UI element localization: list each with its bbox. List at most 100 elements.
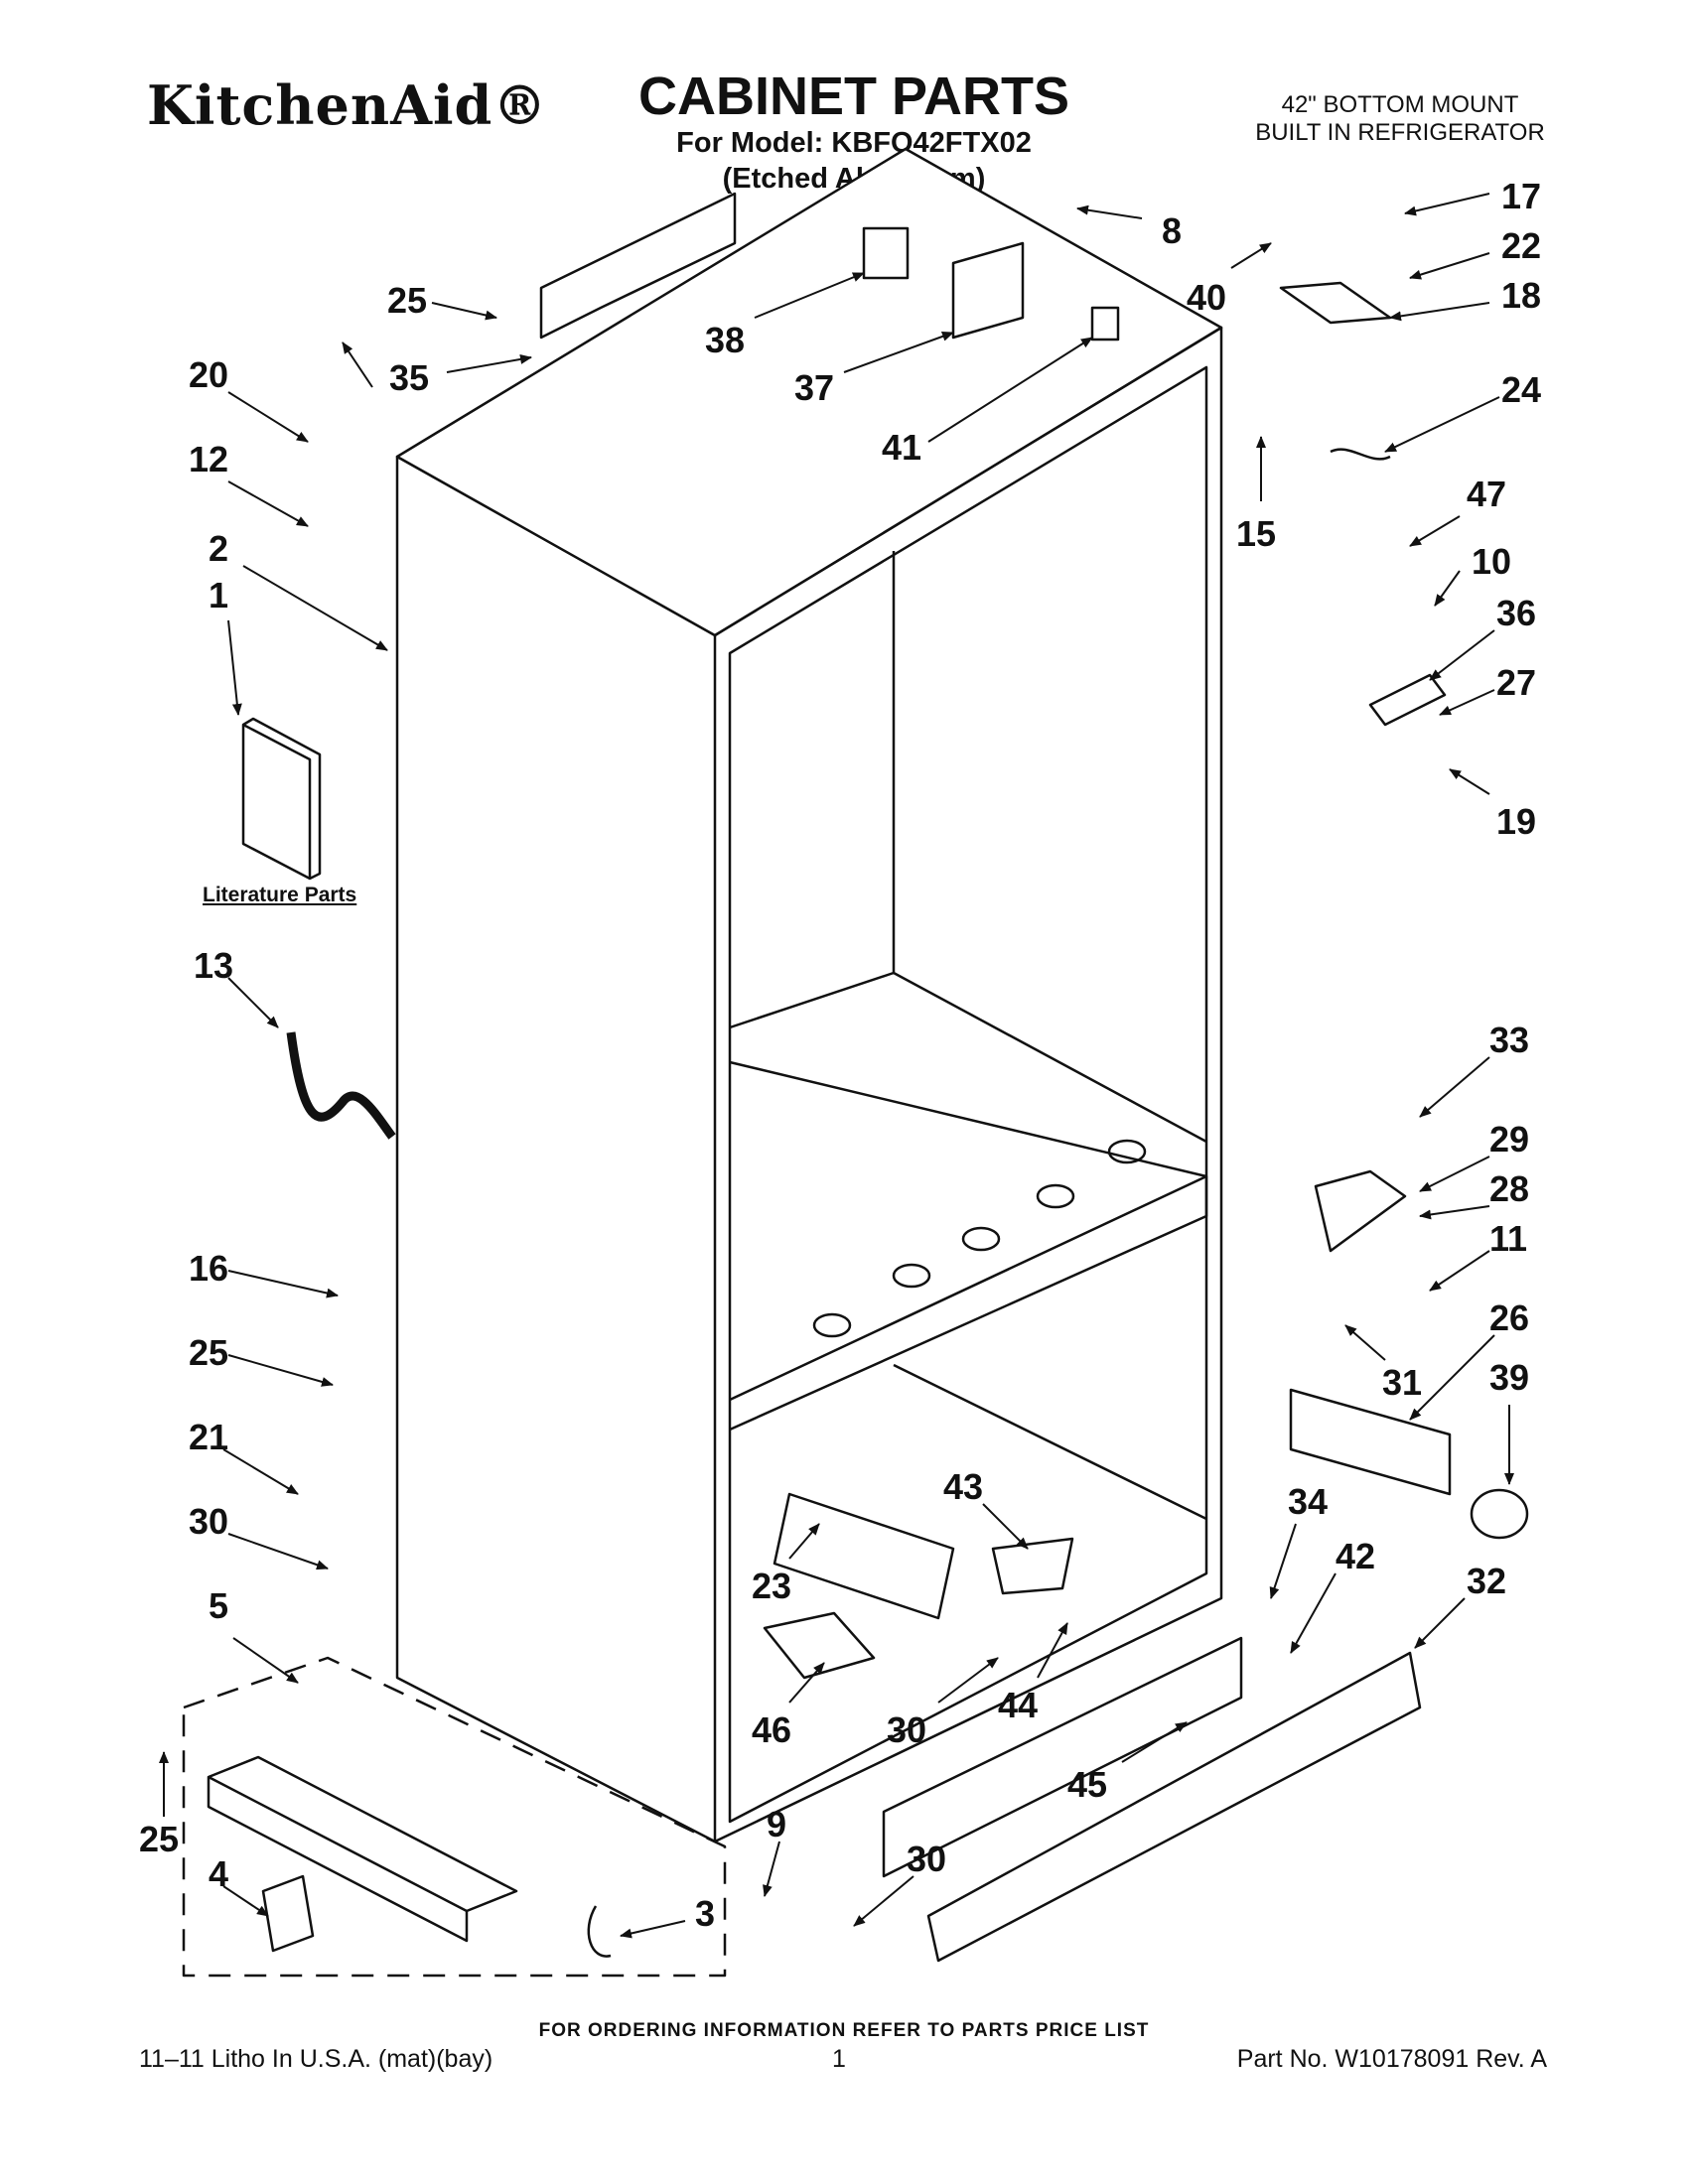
literature-booklet — [241, 717, 322, 881]
leader — [1409, 252, 1490, 280]
leader — [1429, 1250, 1490, 1292]
cabinet-inner-opening — [728, 365, 1208, 1824]
bracket-41 — [1090, 306, 1120, 341]
callout-26: 26 — [1489, 1297, 1529, 1338]
callout-31: 31 — [1382, 1362, 1422, 1403]
callout-40: 40 — [1187, 277, 1226, 318]
callout-44: 44 — [998, 1685, 1038, 1725]
leader — [853, 1875, 914, 1927]
callout-10: 10 — [1472, 541, 1511, 582]
base-grille — [882, 1636, 1243, 1878]
leader — [1429, 629, 1495, 681]
callout-30b: 30 — [887, 1709, 926, 1750]
tube-3 — [587, 1905, 612, 1958]
leader — [227, 619, 242, 716]
leader — [763, 1841, 780, 1897]
leader — [1384, 396, 1500, 453]
callout-3: 3 — [695, 1893, 715, 1934]
callout-21: 21 — [189, 1417, 228, 1457]
leader — [1269, 1523, 1297, 1599]
part-number: Part No. W10178091 Rev. A — [1236, 2045, 1547, 2073]
spring-24 — [1330, 448, 1391, 461]
leader — [1121, 1721, 1188, 1763]
leader — [1230, 242, 1272, 269]
brand-logo: KitchenAid® — [147, 73, 548, 137]
callout-46: 46 — [752, 1709, 791, 1750]
leader — [227, 480, 309, 527]
leader — [1419, 1156, 1490, 1192]
leader — [1419, 1056, 1490, 1118]
literature-parts-label: Literature Parts — [203, 884, 357, 906]
leader — [1409, 1334, 1495, 1421]
leader — [222, 1885, 269, 1917]
callout-1: 1 — [209, 575, 228, 615]
leader — [222, 1448, 299, 1495]
leader — [788, 1523, 820, 1560]
shelf-hole — [1107, 1139, 1147, 1164]
leader — [431, 302, 497, 321]
callout-8: 8 — [1162, 210, 1182, 251]
leader — [1419, 1205, 1490, 1220]
callout-13: 13 — [194, 945, 233, 986]
bracket-38 — [862, 226, 910, 280]
leader — [227, 1270, 339, 1298]
callout-32: 32 — [1467, 1561, 1506, 1601]
callout-25a: 25 — [387, 280, 427, 321]
leader — [1076, 205, 1143, 219]
rear-top-panel — [539, 192, 737, 340]
callout-9: 9 — [767, 1804, 786, 1844]
callout-27: 27 — [1496, 662, 1536, 703]
callout-24: 24 — [1501, 369, 1541, 410]
leveling-rail — [207, 1755, 518, 1943]
leader — [1290, 1572, 1336, 1654]
leader — [227, 1354, 334, 1387]
water-tube — [286, 1031, 396, 1140]
caster-4 — [261, 1874, 315, 1953]
leader — [227, 391, 309, 443]
callout-30c: 30 — [907, 1839, 946, 1879]
page-number: 1 — [832, 2045, 846, 2073]
callout-25b: 25 — [189, 1332, 228, 1373]
filter-cap — [1470, 1488, 1529, 1540]
callout-35: 35 — [389, 357, 429, 398]
callout-45: 45 — [1067, 1764, 1107, 1805]
callout-30a: 30 — [189, 1501, 228, 1542]
filter-housing-23 — [773, 1492, 955, 1620]
leader — [1434, 570, 1461, 607]
leader — [1414, 1597, 1466, 1649]
leader — [927, 337, 1093, 443]
callout-11: 11 — [1489, 1218, 1527, 1259]
bracket-37 — [951, 241, 1025, 340]
callout-12: 12 — [189, 439, 228, 479]
leader — [1409, 515, 1461, 547]
callout-42: 42 — [1336, 1536, 1375, 1576]
callout-43: 43 — [943, 1466, 983, 1507]
cabinet-front — [395, 455, 717, 1843]
leader — [446, 353, 532, 373]
callout-25c: 25 — [139, 1819, 179, 1859]
leader — [620, 1920, 686, 1939]
upper-shelf — [729, 971, 1207, 1178]
description-line-2: BUILT IN REFRIGERATOR — [1255, 119, 1545, 146]
cabinet-opening — [714, 326, 1223, 1843]
callout-23: 23 — [752, 1566, 791, 1606]
ordering-info: FOR ORDERING INFORMATION REFER TO PARTS … — [538, 2020, 1150, 2041]
callout-41: 41 — [882, 427, 921, 468]
callout-17: 17 — [1501, 176, 1541, 216]
callout-2: 2 — [209, 528, 228, 569]
product-description: 42" BOTTOM MOUNT BUILT IN REFRIGERATOR — [1231, 91, 1569, 147]
callout-5: 5 — [209, 1585, 228, 1626]
leader — [1449, 768, 1490, 795]
description-line-1: 42" BOTTOM MOUNT — [1281, 91, 1519, 118]
shelf-hole — [961, 1226, 1001, 1252]
leader — [843, 332, 954, 373]
leader — [227, 1533, 329, 1570]
leader — [1389, 302, 1490, 322]
lower-shelf — [729, 1174, 1208, 1521]
callout-36: 36 — [1496, 593, 1536, 633]
callout-37: 37 — [794, 367, 834, 408]
tray-46 — [763, 1611, 876, 1680]
page-title: CABINET PARTS — [637, 67, 1069, 126]
leader — [232, 1637, 299, 1684]
